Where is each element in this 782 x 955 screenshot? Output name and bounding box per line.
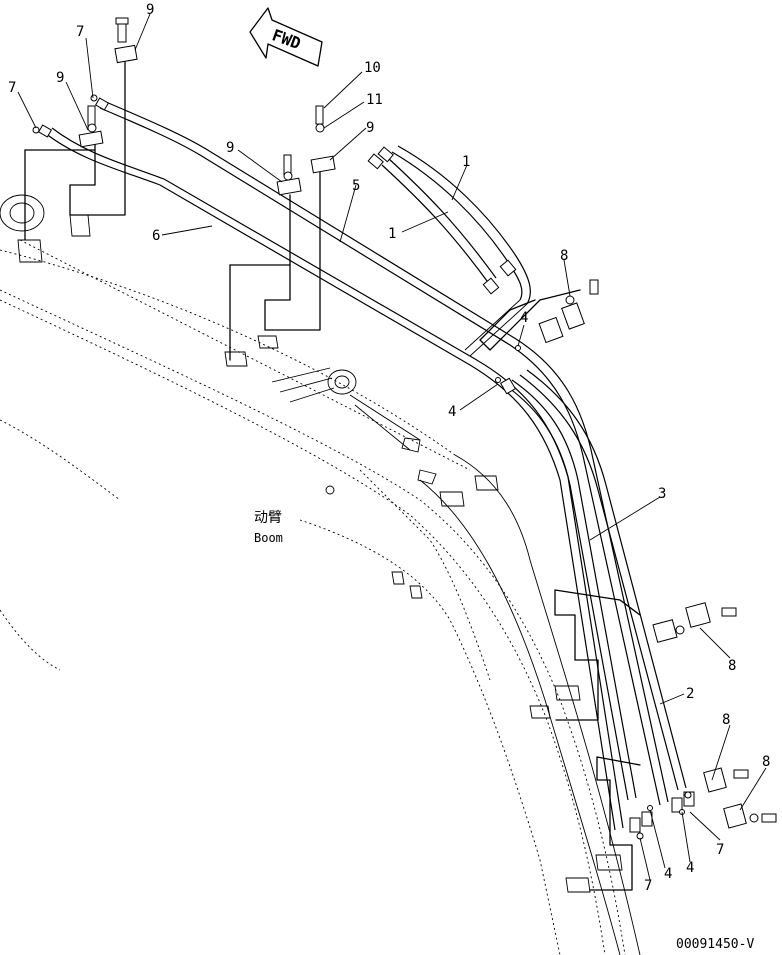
callout-9: 9 (366, 120, 374, 136)
boom-label-english: Boom (254, 531, 283, 545)
callout-9: 9 (56, 70, 64, 86)
callout-7: 7 (76, 24, 84, 40)
callout-4: 4 (686, 860, 694, 876)
callout-8: 8 (728, 658, 736, 674)
callout-2: 2 (686, 686, 694, 702)
fwd-label: FWD (270, 25, 304, 53)
fwd-direction-arrow: FWD (249, 7, 323, 67)
callout-5: 5 (352, 178, 360, 194)
callout-9: 9 (226, 140, 234, 156)
callout-4: 4 (520, 310, 528, 326)
callout-8: 8 (560, 248, 568, 264)
callout-1: 1 (388, 226, 396, 242)
pipe-6 (44, 127, 624, 831)
mount-profiles (24, 59, 641, 891)
callout-10: 10 (364, 60, 381, 76)
hose-1 (381, 145, 531, 357)
callout-9: 9 (146, 2, 154, 18)
pipe-fittings (37, 97, 695, 833)
callout-11: 11 (366, 92, 383, 108)
callout-6: 6 (152, 228, 160, 244)
callout-1: 1 (462, 154, 470, 170)
boom-cylinder-bracket (271, 367, 437, 485)
pipe-2 (519, 369, 687, 791)
boom-label-chinese: 动臂 (254, 510, 282, 526)
callout-7: 7 (644, 878, 652, 894)
callout-7: 7 (8, 80, 16, 96)
pipe-3 (504, 379, 637, 801)
callout-labels: 9 7 7 9 10 11 9 9 1 1 5 6 8 4 4 3 8 2 8 … (8, 2, 770, 894)
callout-4: 4 (448, 404, 456, 420)
callout-7: 7 (716, 842, 724, 858)
callout-8: 8 (722, 712, 730, 728)
callout-4: 4 (664, 866, 672, 882)
clamps-and-bolts (32, 17, 777, 840)
pipe-5 (99, 101, 669, 806)
clamp-bases (224, 335, 623, 893)
callout-8: 8 (762, 754, 770, 770)
boom-outline (0, 239, 641, 955)
drawing-code: 00091450-V (676, 937, 754, 952)
callout-3: 3 (658, 486, 666, 502)
leader-lines (17, 13, 767, 881)
boom-foot-pin (0, 194, 91, 263)
